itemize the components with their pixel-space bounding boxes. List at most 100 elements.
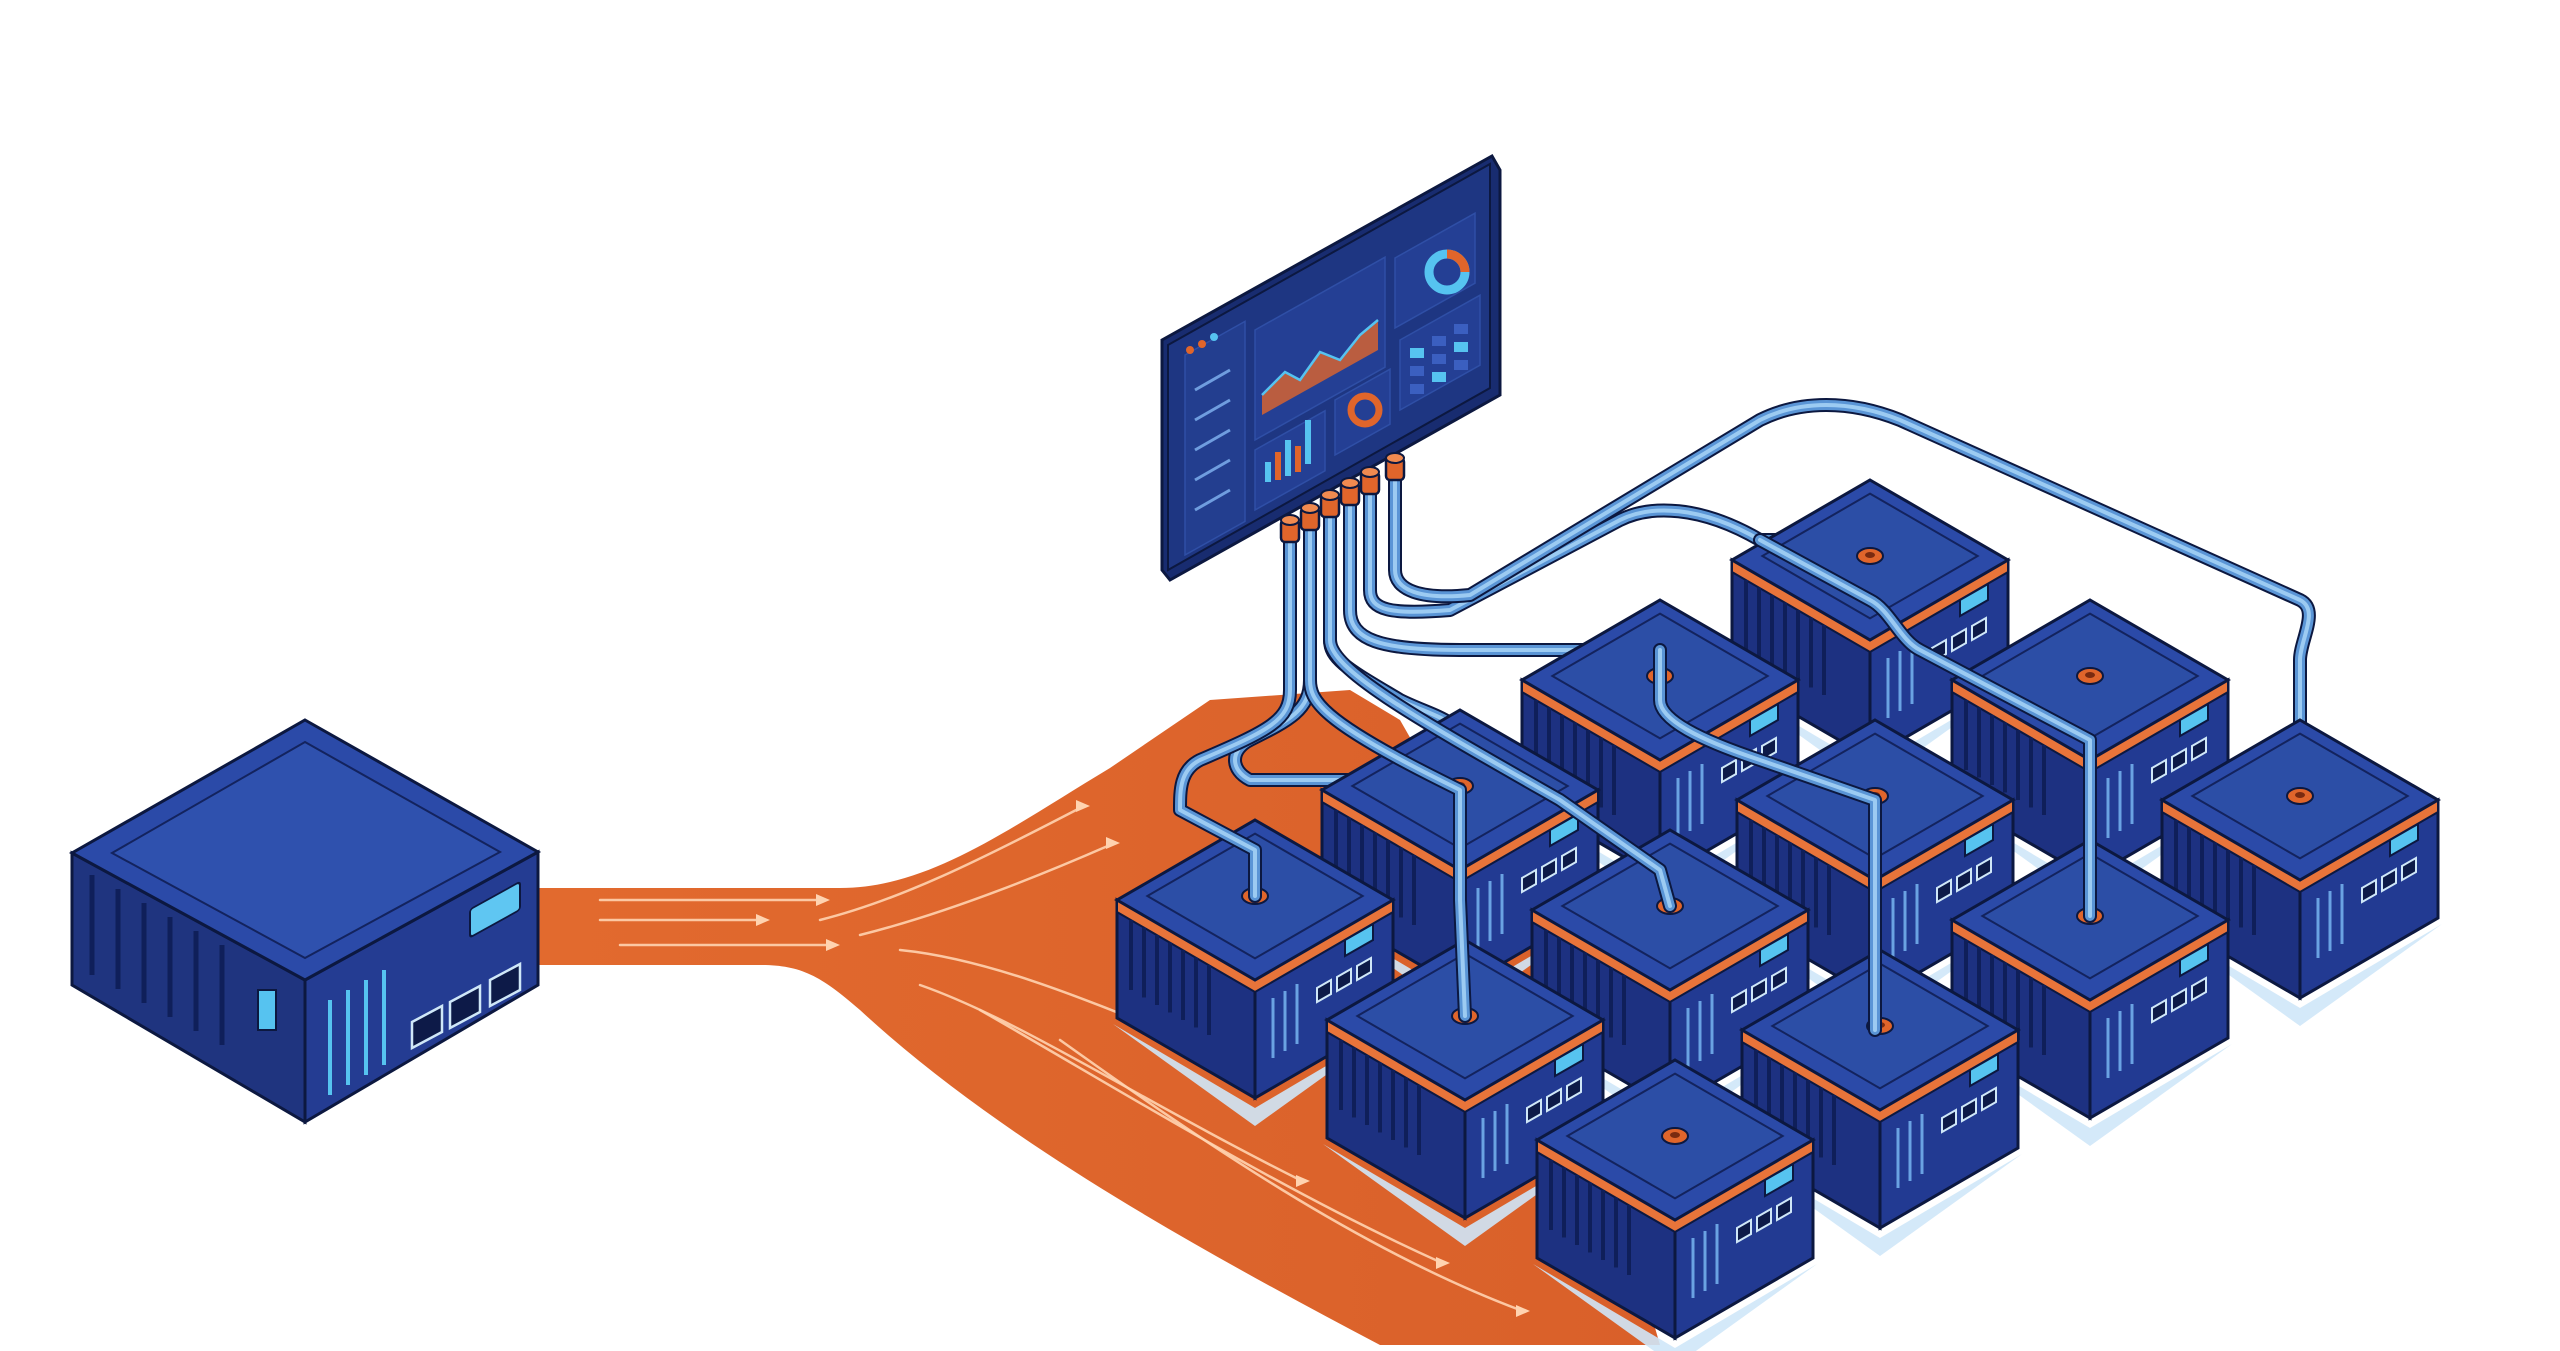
dashboard-tile xyxy=(1454,360,1468,370)
flow-arrow-icon xyxy=(1516,1305,1530,1317)
node-display xyxy=(1959,582,1989,618)
cable-connector-top xyxy=(1320,489,1340,501)
flow-arrow-icon xyxy=(1106,837,1120,849)
cable-socket-hole xyxy=(1670,1132,1680,1138)
data-cable-highlight xyxy=(1368,490,1872,614)
ethernet-port-icon xyxy=(488,961,522,1009)
ethernet-port-icon xyxy=(1936,878,1952,904)
flow-arrow-icon xyxy=(826,939,840,951)
ethernet-port-icon xyxy=(1546,1087,1562,1113)
cable-connector-top xyxy=(1340,477,1360,489)
bar-chart-icon xyxy=(1305,420,1311,464)
status-led-icon xyxy=(257,989,277,1031)
dashboard-tile xyxy=(1454,324,1468,334)
dashboard-tile xyxy=(1432,372,1446,382)
data-cable-highlight xyxy=(1393,403,2311,798)
node-display xyxy=(1344,922,1374,958)
ethernet-port-icon xyxy=(1941,1108,1957,1134)
ethernet-port-icon xyxy=(2171,747,2187,773)
dashboard-tiles-panel xyxy=(1399,293,1481,412)
node-display xyxy=(2179,702,2209,738)
node-display xyxy=(2389,822,2419,858)
ethernet-port-icon xyxy=(1736,1218,1752,1244)
cable-socket-hole xyxy=(2295,792,2305,798)
flow-arrow-icon xyxy=(816,894,830,906)
server-node-icon xyxy=(1113,818,1397,1126)
dashboard-donut-panel xyxy=(1394,211,1476,330)
ethernet-port-icon xyxy=(2381,867,2397,893)
sidebar-menu-line xyxy=(1194,458,1231,482)
node-display xyxy=(1749,702,1779,738)
node-display xyxy=(1759,932,1789,968)
ethernet-port-icon xyxy=(1526,1098,1542,1124)
ethernet-port-icon xyxy=(2171,987,2187,1013)
data-cable-highlight xyxy=(1348,501,1662,678)
ethernet-port-icon xyxy=(2401,856,2417,882)
dashboard-panels xyxy=(1184,211,1481,557)
node-display xyxy=(1964,822,1994,858)
source-server-ports xyxy=(410,961,522,1051)
bar-chart-icon xyxy=(1265,462,1271,482)
ethernet-port-icon xyxy=(2361,878,2377,904)
ethernet-port-icon xyxy=(1956,867,1972,893)
ethernet-port-icon xyxy=(1776,1196,1792,1222)
sidebar-menu-line xyxy=(1194,488,1231,512)
source-server xyxy=(68,718,542,1125)
ethernet-port-icon xyxy=(1336,967,1352,993)
flow-arrow-icon xyxy=(1076,800,1090,812)
ethernet-port-icon xyxy=(2191,736,2207,762)
monitoring-dashboard xyxy=(1160,153,1502,582)
ethernet-port-icon xyxy=(1316,978,1332,1004)
ethernet-port-icon xyxy=(1561,846,1577,872)
node-display xyxy=(2179,942,2209,978)
area-chart-line xyxy=(1261,319,1379,396)
cable-socket-hole xyxy=(1865,552,1875,558)
ethernet-port-icon xyxy=(2151,998,2167,1024)
data-cable-highlight xyxy=(1658,648,1877,1032)
dashboard-gauge-panel xyxy=(1334,367,1391,457)
cable-connector-top xyxy=(1385,452,1405,464)
ethernet-port-icon xyxy=(2151,758,2167,784)
source-server-vents xyxy=(89,875,225,1045)
cable-connector-top xyxy=(1300,502,1320,514)
server-node-icon xyxy=(1533,1058,1817,1351)
node-display xyxy=(1969,1052,1999,1088)
bar-chart-icon xyxy=(1275,452,1281,480)
flow-line xyxy=(1058,1038,1522,1312)
server-node-icon xyxy=(1728,478,2012,786)
data-cable-highlight xyxy=(1758,538,2092,918)
ethernet-port-icon xyxy=(410,1003,444,1051)
dashboard-tile xyxy=(1410,366,1424,376)
ethernet-port-icon xyxy=(2191,976,2207,1002)
cable-socket-hole xyxy=(2085,672,2095,678)
flow-line xyxy=(918,983,1302,1182)
ethernet-port-icon xyxy=(1756,1207,1772,1233)
flow-line xyxy=(818,806,1082,922)
dashboard-tile xyxy=(1410,348,1424,358)
window-dot xyxy=(1210,333,1218,341)
donut-chart-segment xyxy=(1446,249,1470,273)
ethernet-port-icon xyxy=(1731,988,1747,1014)
ethernet-port-icon xyxy=(1566,1076,1582,1102)
sidebar-menu-line xyxy=(1194,428,1231,452)
area-chart-icon xyxy=(1262,320,1378,415)
bar-chart-icon xyxy=(1295,446,1301,472)
cables-front xyxy=(1173,508,2097,1037)
ethernet-port-icon xyxy=(1751,977,1767,1003)
window-dot xyxy=(1198,340,1206,348)
ethernet-port-icon xyxy=(1721,758,1737,784)
data-cable-highlight xyxy=(1178,538,1292,898)
server-node-icon xyxy=(1948,598,2232,906)
flow-line xyxy=(858,843,1112,937)
ethernet-port-icon xyxy=(1771,966,1787,992)
dashboard-tile xyxy=(1410,384,1424,394)
source-server-display xyxy=(469,881,521,938)
ethernet-port-icon xyxy=(1961,1097,1977,1123)
server-node-icon xyxy=(2158,718,2442,1026)
flow-arrow-icon xyxy=(1296,1175,1310,1187)
bar-chart-icon xyxy=(1285,440,1291,476)
node-display xyxy=(1549,812,1579,848)
flow-arrow-icon xyxy=(756,914,770,926)
sidebar-menu-line xyxy=(1194,368,1231,392)
